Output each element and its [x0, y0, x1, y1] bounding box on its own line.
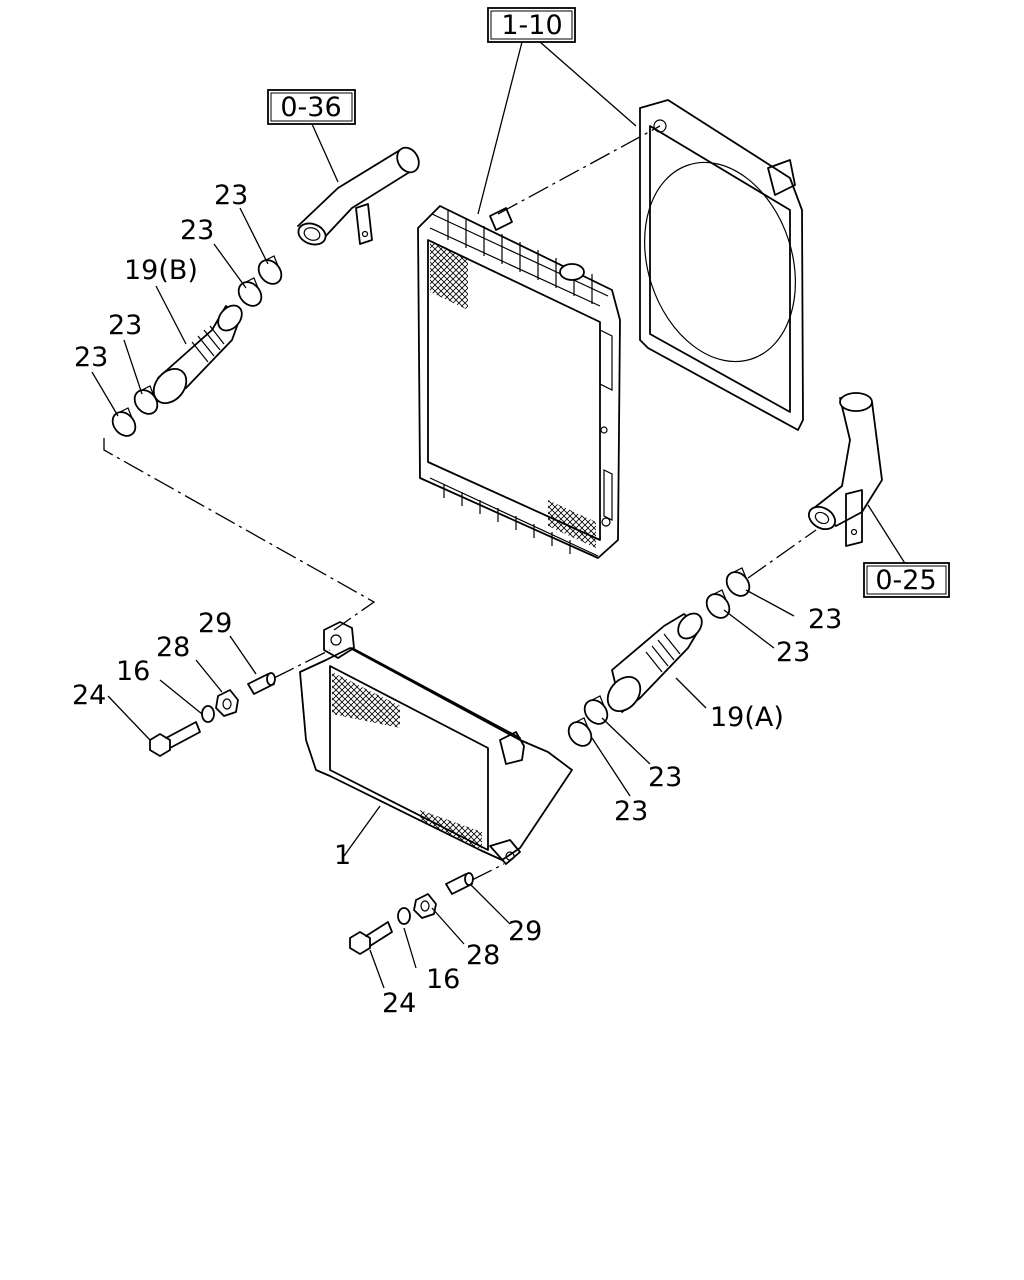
ref-label-upper-pipe: 0-36	[280, 92, 341, 123]
spacer	[445, 872, 474, 895]
fan-shroud	[639, 99, 804, 431]
clamp	[237, 277, 263, 307]
callout-clamp: 23	[74, 342, 108, 373]
callout-hose-b: 19(B)	[124, 255, 198, 286]
upper-air-pipe	[297, 146, 420, 246]
ref-box-upper-pipe: 0-36	[267, 89, 356, 125]
callout-clamp: 23	[214, 180, 248, 211]
centre-lines	[103, 125, 817, 881]
callout-bushing: 28	[466, 940, 500, 971]
callout-clamp: 23	[648, 762, 682, 793]
clamp	[583, 695, 609, 725]
bushing	[413, 893, 437, 919]
callout-bushing: 28	[156, 632, 190, 663]
callout-bolt: 24	[382, 988, 416, 1019]
clamp	[111, 407, 137, 437]
ref-label-lower-pipe: 0-25	[875, 565, 936, 596]
callout-labels: 23 23 19(B) 23 23 23 23 19(A) 23 23 1 29…	[72, 180, 842, 1019]
bolt	[349, 921, 393, 955]
fasteners-lower	[349, 872, 474, 955]
clamp	[567, 717, 593, 747]
intercooler	[299, 621, 573, 865]
lower-air-pipe	[807, 392, 883, 547]
callout-intercooler: 1	[334, 840, 351, 871]
bushing	[215, 689, 239, 717]
clamp	[257, 255, 283, 285]
ref-box-radiator: 1-10	[487, 7, 576, 43]
washer	[201, 705, 215, 723]
fasteners-upper	[149, 672, 276, 757]
clamps	[111, 255, 751, 747]
clamp	[725, 567, 751, 597]
callout-clamp: 23	[808, 604, 842, 635]
callout-bolt: 24	[72, 680, 106, 711]
callout-clamp: 23	[776, 637, 810, 668]
radiator	[417, 205, 621, 559]
washer	[397, 907, 411, 925]
bolt	[149, 721, 201, 757]
leader-lines	[91, 41, 907, 989]
callout-spacer: 29	[508, 916, 542, 947]
callout-washer: 16	[116, 656, 150, 687]
clamp	[133, 385, 159, 415]
hose-b	[152, 304, 243, 405]
callout-hose-a: 19(A)	[710, 702, 784, 733]
hose-a	[606, 612, 703, 713]
clamp	[705, 589, 731, 619]
ref-box-lower-pipe: 0-25	[863, 562, 950, 598]
spacer	[247, 672, 276, 695]
callout-clamp: 23	[614, 796, 648, 827]
callout-clamp: 23	[180, 215, 214, 246]
ref-label-radiator: 1-10	[501, 10, 562, 41]
callout-spacer: 29	[198, 608, 232, 639]
callout-washer: 16	[426, 964, 460, 995]
callout-clamp: 23	[108, 310, 142, 341]
